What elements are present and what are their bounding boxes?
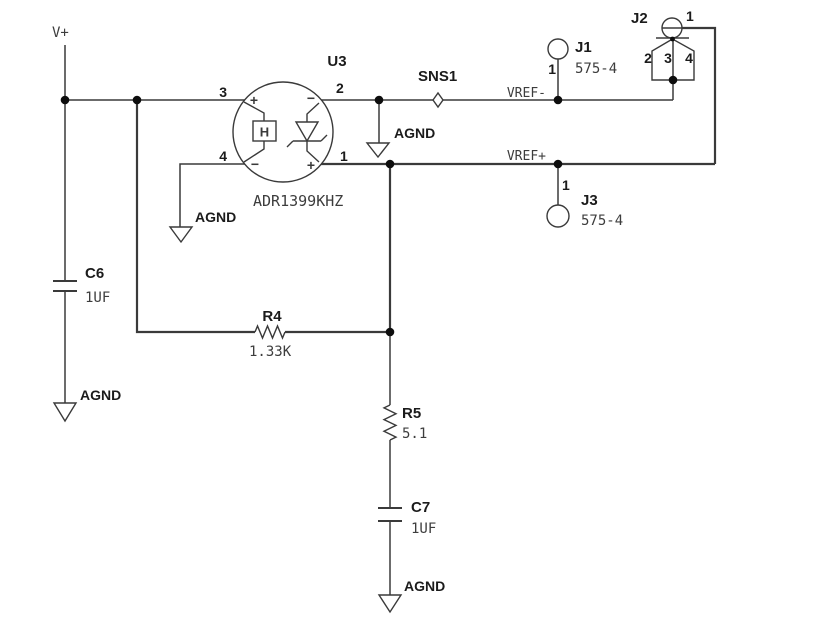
j1-value: 575-4 [575, 61, 617, 77]
j3-value: 575-4 [581, 213, 623, 229]
r4-value: 1.33K [249, 344, 292, 360]
u3-symbol [232, 81, 334, 183]
j1-jack-circle [547, 38, 569, 60]
u3-zener-lead-bottom [306, 141, 320, 163]
junction-dot [132, 95, 142, 105]
j2-top-node [670, 36, 675, 42]
j3-refdes: J3 [581, 192, 598, 209]
j3-jack-circle [546, 204, 570, 228]
j3-symbol [546, 204, 570, 228]
agnd-ground-icon [52, 402, 78, 423]
c6-symbol [53, 280, 77, 292]
vref-minus-net-label: VREF- [507, 86, 546, 101]
wire-j2pin1-down [682, 26, 717, 164]
u3-refdes: U3 [327, 53, 346, 70]
junction-dot [385, 327, 395, 337]
u3-pin4-number: 4 [219, 148, 227, 164]
junction-dot [668, 75, 678, 85]
j2-pin2-number: 2 [644, 50, 652, 66]
u3-pin2-number: 2 [336, 80, 344, 96]
agnd-ground-icon [168, 226, 194, 244]
c6-value: 1UF [85, 290, 110, 306]
vplus-net-label: V+ [52, 25, 69, 41]
junction-dot [60, 95, 70, 105]
agnd-net-label: AGND [394, 125, 435, 141]
c7-symbol [378, 507, 402, 522]
j1-refdes: J1 [575, 39, 592, 56]
junction-dot [385, 159, 395, 169]
wires [64, 26, 717, 595]
junction-dot [553, 95, 563, 105]
j2-pin4-number: 4 [685, 50, 693, 66]
u3-zener-lead-top [306, 102, 320, 122]
junction-dot [374, 95, 384, 105]
vref-plus-net-label: VREF+ [507, 149, 546, 164]
c7-value: 1UF [411, 521, 436, 537]
r5-resistor-icon [382, 404, 398, 441]
zener-diode-icon [294, 121, 320, 143]
agnd-ground-icon [377, 594, 403, 614]
j1-symbol [547, 38, 569, 60]
u3-pin3-number: 3 [219, 84, 227, 100]
j2-pin3-number: 3 [664, 50, 672, 66]
u3-heater-lead-bottom [243, 141, 265, 163]
sns1-probe-diamond-icon [432, 91, 444, 109]
r5-value: 5.1 [402, 426, 427, 442]
u3-pin1-number: 1 [340, 148, 348, 164]
u3-heater-letter: H [260, 125, 269, 140]
j3-pin1-number: 1 [562, 177, 570, 193]
c7-refdes: C7 [411, 499, 430, 516]
u3-polarity-bottom-right: + [307, 157, 315, 173]
j2-pin1-number: 1 [686, 8, 694, 24]
sns1-net-label: SNS1 [418, 68, 457, 85]
c6-refdes: C6 [85, 265, 104, 282]
r4-refdes: R4 [262, 308, 282, 325]
u3-polarity-bottom-left: − [251, 156, 259, 172]
u3-part-number: ADR1399KHZ [253, 192, 343, 210]
r5-refdes: R5 [402, 405, 421, 422]
j1-pin1-number: 1 [548, 61, 556, 77]
r4-resistor-icon [254, 324, 286, 340]
wire-u3pin4-to-gnd [179, 163, 245, 227]
u3-polarity-top-right: − [307, 90, 315, 106]
u3-body-circle [232, 81, 334, 183]
j2-refdes: J2 [631, 10, 648, 27]
agnd-net-label: AGND [80, 387, 121, 403]
wire-feedback-left [135, 100, 255, 334]
junction-dots [60, 75, 678, 337]
agnd-net-label: AGND [195, 209, 236, 225]
u3-polarity-top-left: + [250, 92, 258, 108]
agnd-ground-icon [365, 142, 391, 159]
junction-dot [553, 159, 563, 169]
u3-heater-lead-top [243, 101, 265, 121]
agnd-net-label: AGND [404, 578, 445, 594]
